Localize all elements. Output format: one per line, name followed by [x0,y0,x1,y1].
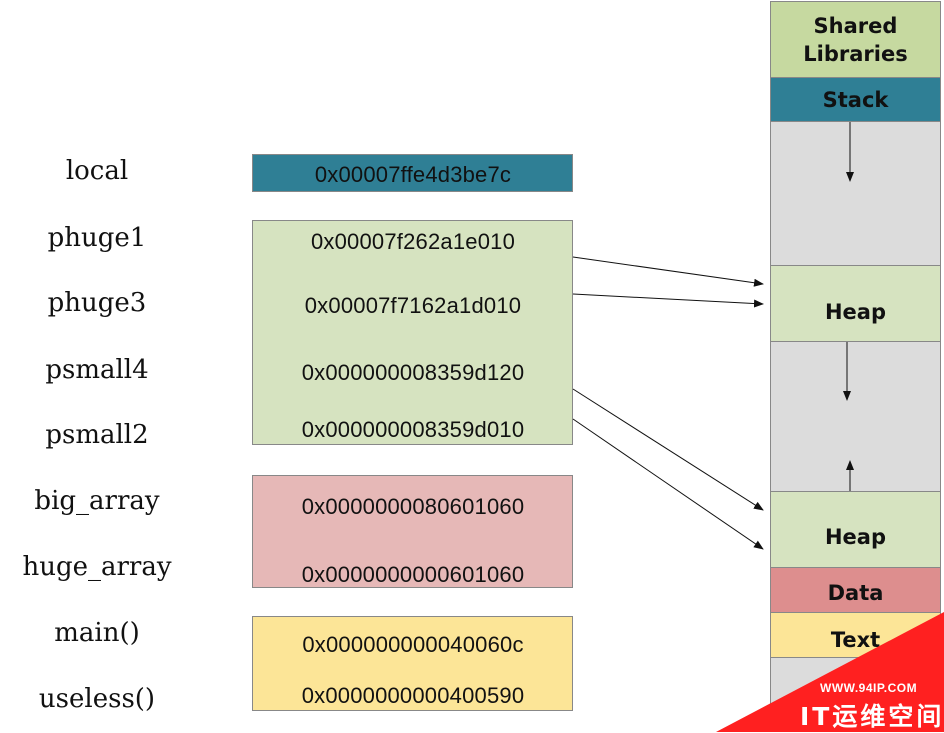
segment-stack: Stack [770,77,941,122]
address-useless: 0x0000000000400590 [301,683,525,708]
address-psmall2: 0x000000008359d010 [301,417,525,442]
label-phuge3: phuge3 [47,288,147,318]
heap-address-box: 0x00007f262a1e010 0x00007f7162a1d010 0x0… [252,220,573,445]
segment-gap-upper [770,121,941,266]
address-main: 0x000000000040060c [302,632,524,657]
segment-data: Data [770,567,941,613]
label-local: local [65,156,129,186]
stack-address-box: 0x00007ffe4d3be7c [252,154,573,192]
segment-heap-upper: Heap [770,265,941,342]
segment-shared-libraries: Shared Libraries [770,1,941,78]
watermark-url: WWW.94IP.COM [820,681,918,695]
arrow-phuge1-heap [572,256,764,287]
label-psmall4: psmall4 [45,355,149,385]
text-address-box: 0x000000000040060c 0x0000000000400590 [252,616,573,711]
address-local: 0x00007ffe4d3be7c [314,162,512,187]
address-huge-array: 0x0000000000601060 [301,562,525,587]
address-phuge1: 0x00007f262a1e010 [310,229,516,254]
label-psmall2: psmall2 [45,420,149,450]
label-phuge1: phuge1 [47,223,147,253]
watermark-name: IT运维空间 [800,702,944,731]
address-phuge3: 0x00007f7162a1d010 [304,293,522,318]
address-big-array: 0x0000000080601060 [301,494,525,519]
label-main: main() [54,618,140,648]
label-huge-array: huge_array [22,552,172,582]
arrow-psmall2-heap [572,418,764,550]
watermark-triangle [716,612,944,732]
arrow-psmall4-heap [572,388,764,511]
label-big-array: big_array [34,486,160,516]
label-useless: useless() [38,684,156,714]
arrow-phuge3-heap [572,293,764,308]
data-address-box: 0x0000000080601060 0x0000000000601060 [252,475,573,588]
address-psmall4: 0x000000008359d120 [301,360,525,385]
